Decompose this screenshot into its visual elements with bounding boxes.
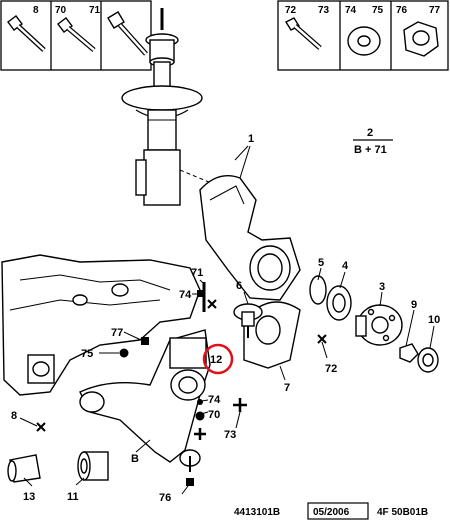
header-label-8: 8: [33, 5, 39, 16]
bolt-72-icon: [284, 17, 322, 50]
bolt-8-icon: [7, 15, 46, 52]
footer: 4413101B 05/2006 4F 50B01B: [234, 502, 428, 520]
callout-70: 70: [208, 409, 220, 421]
callout-B: B: [131, 453, 139, 465]
header-label-72: 72: [285, 5, 297, 16]
ball-joint: [233, 303, 263, 338]
callout-73: 73: [224, 429, 236, 441]
footer-date-box: [307, 502, 369, 520]
callout-2-bottom: B + 71: [354, 144, 387, 156]
nut-icon: [403, 21, 439, 57]
callout-3: 3: [379, 281, 385, 293]
header-label-70: 70: [55, 5, 67, 16]
callout-labels: 1 2 B + 71 3 4 5 6 7 8 9 10 11 12 13 70 …: [11, 127, 440, 504]
highlight-circle: [202, 343, 234, 375]
header-box-right: 72 73 74 75 76 77: [277, 0, 449, 71]
callout-74-lower: 74: [208, 394, 221, 406]
callout-10: 10: [428, 314, 440, 326]
dust-guard: [243, 301, 301, 369]
callout-4: 4: [342, 260, 349, 272]
header-label-73: 73: [318, 5, 330, 16]
steering-knuckle: [199, 145, 301, 301]
callout-7: 7: [284, 382, 290, 394]
cap-10: [417, 347, 439, 373]
bushing-11: [77, 451, 109, 481]
callout-8: 8: [11, 410, 17, 422]
strut-assembly: [121, 8, 241, 206]
circlip-5: [309, 275, 327, 305]
callout-13: 13: [23, 491, 35, 503]
callout-75: 75: [81, 348, 93, 360]
fasteners: [36, 282, 327, 486]
bolt-70-icon: [57, 17, 96, 52]
leader-lines: [19, 145, 435, 495]
header-box-left: 8 70 71: [0, 0, 152, 71]
header-label-71: 71: [89, 5, 101, 16]
callout-1: 1: [248, 133, 254, 145]
subframe: [1, 254, 201, 396]
nut-9: [399, 343, 419, 363]
callout-12: 12: [210, 354, 222, 366]
lower-control-arm: [79, 329, 211, 467]
callout-6: 6: [236, 280, 242, 292]
bearing-4: [326, 285, 352, 321]
callout-9: 9: [411, 299, 417, 311]
header-label-74: 74: [345, 5, 357, 16]
footer-date: 05/2006: [313, 507, 350, 518]
bushing-13: [7, 454, 41, 483]
callout-71: 71: [191, 267, 203, 279]
callout-72: 72: [325, 363, 337, 375]
header-label-76: 76: [396, 5, 408, 16]
callout-74-upper: 74: [179, 289, 192, 301]
callout-11: 11: [67, 491, 79, 503]
footer-code: 4413101B: [234, 507, 280, 518]
bolt-71-icon: [107, 11, 148, 56]
footer-ref: 4F 50B01B: [377, 507, 428, 518]
washer-icon: [347, 26, 381, 56]
header-label-77: 77: [429, 5, 441, 16]
callout-76: 76: [159, 492, 171, 504]
callout-2-top: 2: [367, 127, 373, 139]
callout-5: 5: [318, 257, 324, 269]
header-label-75: 75: [372, 5, 384, 16]
hub-3: [355, 304, 403, 346]
callout-77: 77: [111, 327, 123, 339]
